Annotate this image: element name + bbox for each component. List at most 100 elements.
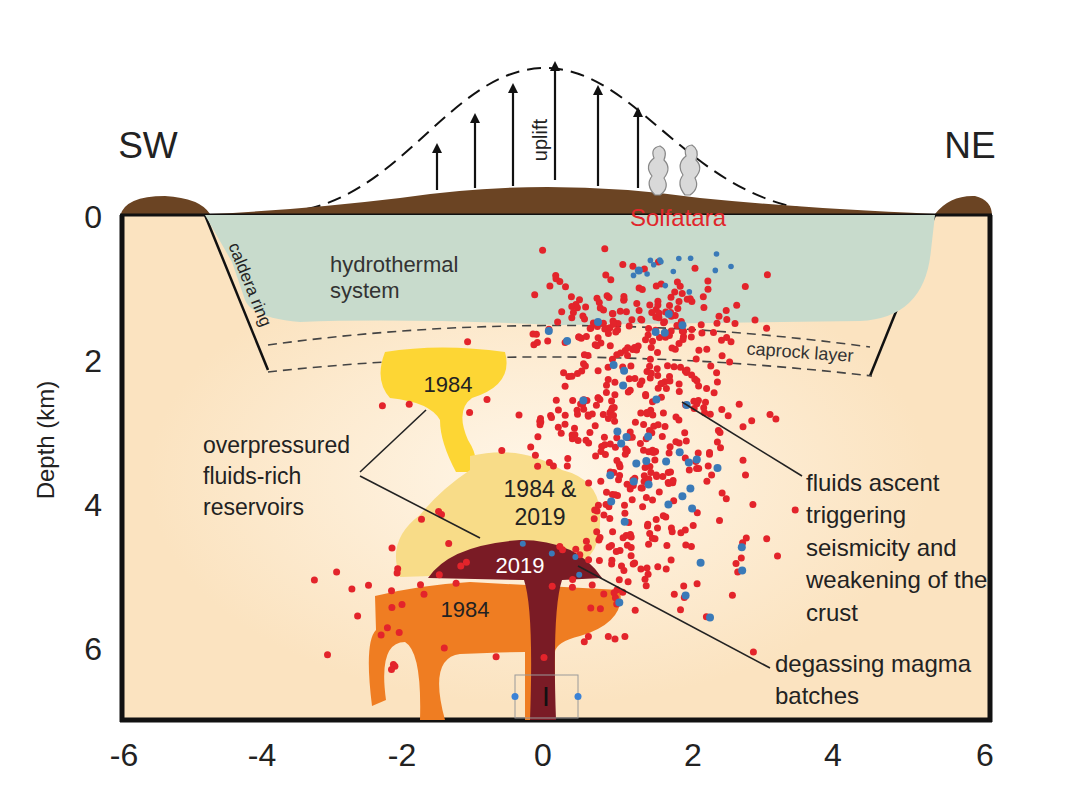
seismic-event bbox=[695, 465, 702, 472]
seismic-event bbox=[596, 557, 603, 564]
seismic-event bbox=[593, 528, 600, 535]
marker-frame bbox=[515, 675, 578, 718]
seismic-event bbox=[723, 334, 730, 341]
seismic-event bbox=[682, 592, 690, 600]
seismic-event bbox=[676, 340, 683, 347]
seismic-event bbox=[640, 447, 647, 454]
seismic-event bbox=[632, 460, 640, 468]
seismic-event bbox=[394, 565, 401, 572]
seismic-event bbox=[572, 546, 579, 553]
seismic-event bbox=[629, 496, 636, 503]
seismic-event bbox=[593, 402, 600, 409]
seismic-event bbox=[388, 587, 395, 594]
ground-surface bbox=[120, 187, 992, 216]
seismic-event bbox=[723, 307, 730, 314]
seismic-event bbox=[578, 367, 585, 374]
seismic-event bbox=[647, 356, 654, 363]
seismic-event bbox=[631, 375, 638, 382]
seismic-event bbox=[621, 296, 628, 303]
seismic-event bbox=[537, 421, 544, 428]
seismic-event bbox=[516, 412, 523, 419]
seismic-event bbox=[668, 525, 675, 532]
seismic-event bbox=[534, 463, 541, 470]
seismic-event bbox=[637, 566, 644, 573]
seismic-event bbox=[576, 551, 583, 558]
seismic-event bbox=[575, 334, 582, 341]
seismic-event bbox=[622, 347, 629, 354]
seismic-event bbox=[697, 559, 705, 567]
seismic-event bbox=[547, 412, 554, 419]
fumarole-plume bbox=[648, 146, 668, 195]
seismic-event bbox=[694, 580, 701, 587]
seismic-event bbox=[659, 473, 666, 480]
seismic-event bbox=[640, 421, 647, 428]
seismic-event bbox=[534, 339, 541, 346]
seismic-event bbox=[675, 416, 682, 423]
seismic-event bbox=[665, 469, 672, 476]
depth-tick: 6 bbox=[84, 628, 102, 671]
seismic-event bbox=[558, 308, 565, 315]
seismic-event bbox=[653, 282, 660, 289]
seismic-event bbox=[527, 443, 534, 450]
seismic-event bbox=[715, 427, 722, 434]
seismic-event bbox=[614, 492, 621, 499]
seismic-event bbox=[614, 586, 621, 593]
seismic-event bbox=[643, 435, 650, 442]
seismic-event bbox=[441, 644, 448, 651]
seismic-event bbox=[553, 275, 560, 282]
seismic-event bbox=[606, 544, 613, 551]
seismic-event bbox=[665, 479, 672, 486]
seismic-event bbox=[591, 515, 598, 522]
seismic-event bbox=[698, 330, 705, 337]
seismic-event bbox=[669, 345, 676, 352]
seismic-event bbox=[644, 271, 650, 277]
seismic-event bbox=[605, 376, 612, 383]
seismic-event bbox=[644, 522, 651, 529]
seismic-event bbox=[636, 307, 643, 314]
seismic-event bbox=[600, 320, 607, 327]
seismic-event bbox=[590, 319, 597, 326]
seismic-event bbox=[421, 591, 428, 598]
seismic-event bbox=[655, 385, 662, 392]
seismic-event bbox=[695, 347, 702, 354]
seismic-event bbox=[493, 653, 500, 660]
seismic-event bbox=[576, 296, 583, 303]
seismic-event bbox=[700, 293, 707, 300]
seismic-event bbox=[658, 380, 665, 387]
seismic-event bbox=[708, 472, 715, 479]
seismic-event bbox=[565, 373, 572, 380]
seismic-event bbox=[668, 328, 675, 335]
seismic-event bbox=[537, 415, 544, 422]
seismic-event bbox=[680, 328, 687, 335]
uplift-arrow bbox=[474, 118, 476, 188]
seismic-event bbox=[628, 552, 635, 559]
seismic-event bbox=[679, 290, 686, 297]
seismic-event bbox=[653, 306, 660, 313]
seismic-event bbox=[613, 601, 620, 608]
magma-callout: degassing magma batches bbox=[775, 648, 980, 713]
plot-frame bbox=[120, 215, 992, 722]
seismic-event bbox=[658, 380, 665, 387]
seismic-event bbox=[564, 455, 571, 462]
seismic-event bbox=[628, 534, 635, 541]
seismic-event bbox=[648, 258, 654, 264]
leader-line bbox=[360, 410, 426, 472]
seismic-event bbox=[661, 318, 668, 325]
seismic-event bbox=[649, 535, 656, 542]
seismic-event bbox=[677, 283, 684, 290]
seismic-event bbox=[576, 572, 582, 578]
seismic-event bbox=[726, 359, 733, 366]
seismic-event bbox=[693, 356, 700, 363]
seismic-event bbox=[691, 405, 698, 412]
seismic-event bbox=[603, 501, 610, 508]
seismic-event bbox=[764, 271, 771, 278]
seismic-event bbox=[663, 542, 670, 549]
seismic-event bbox=[646, 427, 653, 434]
seismic-event bbox=[348, 586, 355, 593]
seismic-event bbox=[682, 368, 689, 375]
seismic-event bbox=[638, 317, 645, 324]
seismic-event bbox=[648, 344, 655, 351]
seismic-event bbox=[637, 440, 644, 447]
seismic-event bbox=[641, 265, 648, 272]
seismic-event bbox=[647, 407, 654, 414]
